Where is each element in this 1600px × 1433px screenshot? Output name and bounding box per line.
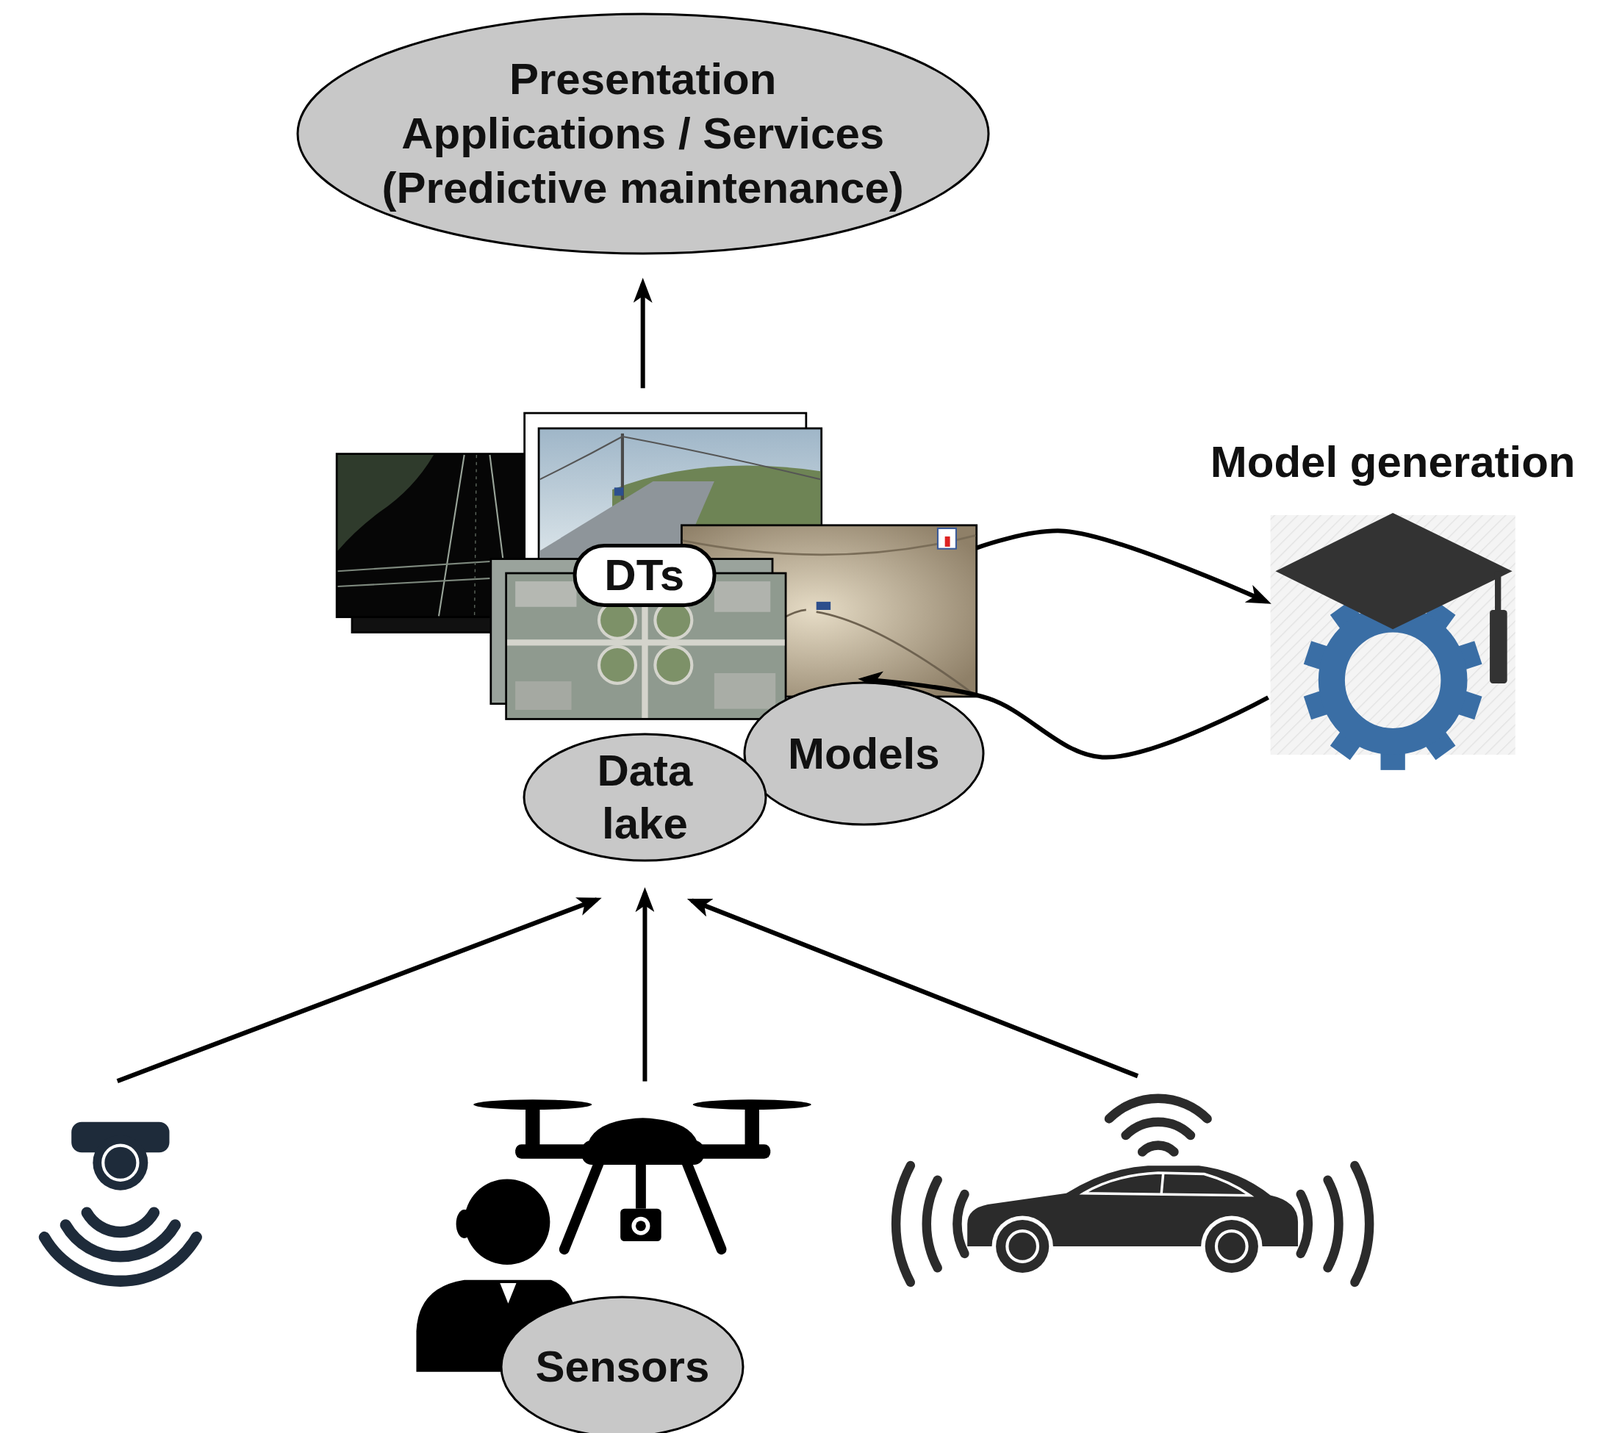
model-generation-icon-part bbox=[1489, 610, 1508, 684]
connected-car-part bbox=[895, 1165, 911, 1283]
node-label: Data lake bbox=[571, 744, 719, 851]
connected-car bbox=[895, 1098, 1370, 1283]
drone-operator-part bbox=[745, 1106, 760, 1149]
tunnel-image-part bbox=[937, 528, 957, 550]
connected-car-part bbox=[1354, 1165, 1370, 1283]
heading-label: Model generation bbox=[1210, 435, 1576, 489]
sensor-icon-part bbox=[65, 1225, 175, 1257]
model-generation-icon-part bbox=[1275, 512, 1512, 630]
text-holder: Presentation Applications / Services (Pr… bbox=[296, 12, 990, 256]
drone-operator-part bbox=[631, 1217, 650, 1236]
tunnel-image-part bbox=[682, 535, 976, 555]
node-label: Models bbox=[787, 727, 941, 781]
bridge-image-part bbox=[614, 487, 624, 496]
lidar-image-part bbox=[338, 454, 435, 551]
connected-car-part bbox=[956, 1194, 965, 1254]
connected-car-part bbox=[992, 1215, 1054, 1277]
connected-car-part bbox=[1142, 1145, 1174, 1152]
text-holder: Data lake bbox=[522, 732, 768, 863]
bridge-image-part bbox=[622, 436, 821, 480]
aerial-image-part bbox=[714, 581, 771, 613]
connected-car-part bbox=[1205, 1220, 1259, 1273]
text-holder: Sensors bbox=[499, 1295, 745, 1433]
sensor-icon-part bbox=[102, 1145, 138, 1181]
drone-operator-part bbox=[525, 1106, 540, 1149]
presentation-ellipse: Presentation Applications / Services (Pr… bbox=[296, 12, 990, 256]
ellipse-shape bbox=[524, 734, 766, 861]
drone-operator-part bbox=[499, 1283, 516, 1304]
sensor-icon-part bbox=[86, 1212, 154, 1232]
data-lake-ellipse: Data lake bbox=[522, 732, 768, 863]
drone-operator-part bbox=[456, 1209, 473, 1239]
sensors-ellipse: Sensors bbox=[499, 1295, 745, 1433]
connected-car-part bbox=[1109, 1098, 1208, 1120]
connected-car-part bbox=[1300, 1194, 1309, 1254]
node-label: Presentation Applications / Services (Pr… bbox=[376, 52, 910, 216]
flow-arrow bbox=[642, 892, 647, 1082]
aerial-image-part bbox=[515, 681, 572, 710]
side-arrows bbox=[117, 899, 1138, 1082]
drone-operator-part bbox=[686, 1162, 721, 1250]
connected-car-part bbox=[1216, 1231, 1248, 1262]
pill-label: DTs bbox=[572, 543, 716, 608]
model-generation-node: Model generation bbox=[1270, 515, 1516, 755]
ellipse-shape bbox=[744, 682, 984, 825]
aerial-image-part bbox=[714, 673, 776, 710]
connected-car-part bbox=[926, 1180, 938, 1269]
aerial-image-part bbox=[598, 601, 636, 639]
node-label: Sensors bbox=[535, 1340, 710, 1394]
drone-operator-part bbox=[464, 1178, 551, 1265]
connected-car-part bbox=[1328, 1180, 1340, 1269]
connected-car-part bbox=[1125, 1122, 1191, 1136]
bridge-image-part bbox=[539, 436, 622, 480]
sensor-icon-part bbox=[92, 1135, 148, 1191]
tunnel-image-part bbox=[816, 601, 831, 611]
aerial-image-part bbox=[598, 646, 636, 684]
pill-holder: DTs bbox=[572, 543, 716, 608]
side-arrows-part bbox=[117, 899, 598, 1082]
digital-twin-cluster: DTs bbox=[336, 413, 977, 720]
connected-car-part bbox=[1083, 1172, 1250, 1196]
connected-car-part bbox=[1200, 1215, 1262, 1277]
aerial-image-part bbox=[654, 646, 692, 684]
models-ellipse: Models bbox=[743, 681, 985, 827]
drone-operator-part bbox=[620, 1209, 662, 1242]
drone-operator-part bbox=[564, 1162, 599, 1250]
tunnel-image-part bbox=[945, 536, 951, 547]
model-generation-icon bbox=[1270, 512, 1516, 771]
text-holder: Models bbox=[743, 681, 985, 827]
aerial-image-part bbox=[515, 581, 577, 608]
aerial-image-part bbox=[654, 601, 692, 639]
lidar-image-part bbox=[438, 454, 465, 616]
model-generation-icon-part-part bbox=[1331, 618, 1455, 742]
sensors-node: Sensors bbox=[411, 1092, 820, 1433]
ellipse-shape bbox=[297, 13, 989, 254]
drone-operator-part bbox=[635, 1162, 647, 1209]
sensor-icon bbox=[44, 1122, 197, 1282]
flow-arrow bbox=[640, 283, 646, 389]
side-arrows-part bbox=[691, 901, 1138, 1077]
connected-car-part bbox=[1161, 1172, 1164, 1196]
drone-operator-part bbox=[635, 1220, 647, 1232]
connected-car-part bbox=[1006, 1231, 1038, 1262]
connected-car-part bbox=[995, 1220, 1049, 1273]
model-generation-icon-part bbox=[1494, 571, 1501, 613]
sensor-icon-part bbox=[44, 1237, 197, 1282]
ellipse-shape bbox=[501, 1297, 744, 1433]
heading-holder: Model generation bbox=[1210, 435, 1576, 489]
lidar-image-part bbox=[474, 454, 477, 616]
flow-arrow bbox=[976, 530, 1267, 602]
